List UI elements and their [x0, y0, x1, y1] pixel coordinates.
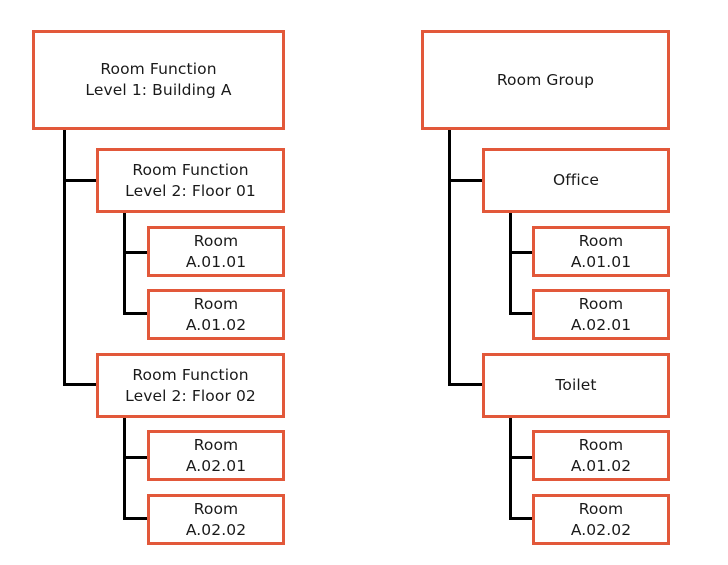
- node-room-a-02-02[interactable]: Room A.02.02: [147, 494, 285, 545]
- connector-left-trunk: [63, 130, 66, 386]
- connector-left-floor01-to-room2: [123, 312, 150, 315]
- node-room-function-level1[interactable]: Room Function Level 1: Building A: [32, 30, 285, 130]
- node-label-line1: Toilet: [555, 376, 597, 394]
- node-toilet-room-a-02-02[interactable]: Room A.02.02: [532, 494, 670, 545]
- node-label-line1: Room Group: [496, 70, 595, 89]
- connector-left-floor02-to-room2: [123, 517, 150, 520]
- node-office-room-a-02-01[interactable]: Room A.02.01: [532, 289, 670, 340]
- node-office[interactable]: Office: [482, 148, 670, 213]
- node-label-line2: Level 2: Floor 02: [125, 386, 256, 405]
- node-room-a-02-01[interactable]: Room A.02.01: [147, 430, 285, 481]
- node-label-line2: A.02.02: [570, 520, 632, 539]
- node-label-line1: Room: [193, 294, 239, 313]
- node-label-line1: Office: [552, 171, 600, 189]
- connector-right-toilet-trunk: [509, 418, 512, 520]
- node-label-line1: Room: [578, 231, 624, 250]
- connector-left-root-to-floor01: [63, 179, 99, 182]
- connector-right-trunk: [448, 130, 451, 386]
- connector-right-root-to-office: [448, 179, 485, 182]
- connector-right-toilet-to-room1: [509, 456, 535, 459]
- node-label-line1: Room: [193, 231, 239, 250]
- connector-right-toilet-to-room2: [509, 517, 535, 520]
- node-label-line1: Room Function: [132, 160, 249, 179]
- node-label-line1: Room: [193, 499, 239, 518]
- node-label-line2: A.02.01: [185, 456, 247, 475]
- connector-left-root-to-floor02: [63, 383, 99, 386]
- node-room-group[interactable]: Room Group: [421, 30, 670, 130]
- node-label-line2: A.02.01: [570, 315, 632, 334]
- node-toilet[interactable]: Toilet: [482, 353, 670, 418]
- connector-right-office-to-room2: [509, 312, 535, 315]
- node-toilet-room-a-01-02[interactable]: Room A.01.02: [532, 430, 670, 481]
- node-label-line1: Room: [578, 435, 624, 454]
- node-office-room-a-01-01[interactable]: Room A.01.01: [532, 226, 670, 277]
- connector-left-floor01-trunk: [123, 213, 126, 315]
- connector-right-office-trunk: [509, 213, 512, 315]
- node-label-line2: Level 2: Floor 01: [125, 181, 256, 200]
- node-label-line2: Level 1: Building A: [85, 81, 232, 99]
- node-room-function-floor-02[interactable]: Room Function Level 2: Floor 02: [96, 353, 285, 418]
- node-label-line2: A.01.01: [570, 252, 632, 271]
- node-label-line2: A.01.01: [185, 252, 247, 271]
- connector-left-floor01-to-room1: [123, 251, 150, 254]
- node-label-line2: A.02.02: [185, 520, 247, 539]
- node-label-line1: Room Function: [100, 60, 217, 78]
- connector-right-office-to-room1: [509, 251, 535, 254]
- node-label-line1: Room: [193, 435, 239, 454]
- node-room-a-01-02[interactable]: Room A.01.02: [147, 289, 285, 340]
- node-label-line1: Room: [578, 294, 624, 313]
- connector-left-floor02-to-room1: [123, 456, 150, 459]
- node-label-line1: Room Function: [132, 365, 249, 384]
- node-label-line2: A.01.02: [570, 456, 632, 475]
- node-room-function-floor-01[interactable]: Room Function Level 2: Floor 01: [96, 148, 285, 213]
- node-label-line1: Room: [578, 499, 624, 518]
- connector-right-root-to-toilet: [448, 383, 485, 386]
- node-label-line2: A.01.02: [185, 315, 247, 334]
- node-room-a-01-01[interactable]: Room A.01.01: [147, 226, 285, 277]
- connector-left-floor02-trunk: [123, 418, 126, 520]
